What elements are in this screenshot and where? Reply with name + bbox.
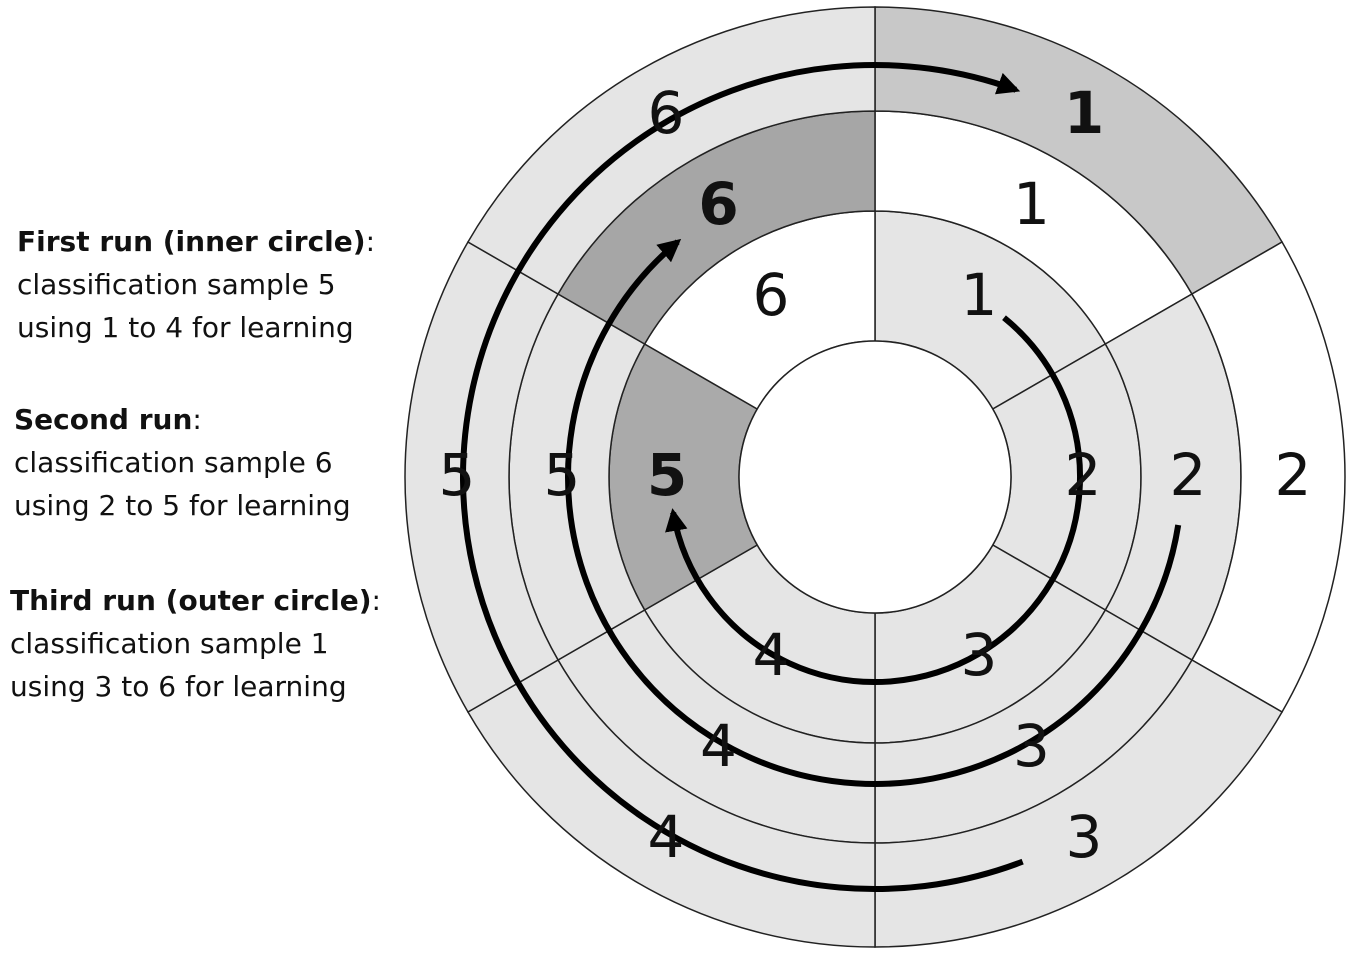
arrow-outer-run — [460, 62, 1024, 892]
third-run-line2: using 3 to 6 for learning — [10, 670, 347, 703]
sector-label-outer-4: 4 — [648, 803, 685, 871]
sector-label-inner-4: 4 — [753, 621, 790, 689]
sector-label-inner-3: 3 — [961, 621, 998, 689]
first-run-line1: classification sample 5 — [17, 268, 336, 301]
first-run-line2: using 1 to 4 for learning — [17, 311, 354, 344]
sector-labels: 1 2 3 4 5 6 1 2 3 4 5 6 1 2 3 4 5 6 — [439, 79, 1312, 871]
arrow-inner-run — [665, 315, 1083, 685]
sector-label-outer-6: 6 — [648, 79, 685, 147]
second-run-line1: classification sample 6 — [14, 446, 333, 479]
sector-label-outer-1: 1 — [1064, 79, 1104, 147]
legend: First run (inner circle): classification… — [0, 0, 400, 956]
sector-label-middle-2: 2 — [1170, 441, 1207, 509]
arrow-middle-run — [565, 238, 1182, 787]
legend-third-run: Third run (outer circle): classification… — [10, 579, 381, 708]
third-run-line1: classification sample 1 — [10, 627, 329, 660]
first-run-colon: : — [365, 225, 375, 258]
sector-label-inner-1: 1 — [961, 261, 998, 329]
sector-label-middle-3: 3 — [1013, 712, 1050, 780]
third-run-colon: : — [371, 584, 381, 617]
second-run-line2: using 2 to 5 for learning — [14, 489, 351, 522]
center-hub — [738, 340, 1012, 614]
run-arrows — [460, 62, 1182, 892]
legend-first-run: First run (inner circle): classification… — [17, 220, 375, 349]
sector-label-outer-2: 2 — [1275, 441, 1312, 509]
legend-second-run: Second run: classification sample 6 usin… — [14, 398, 351, 527]
sector-label-middle-4: 4 — [700, 712, 737, 780]
sector-label-inner-6: 6 — [753, 261, 790, 329]
sector-label-inner-5: 5 — [647, 441, 687, 509]
sector-label-inner-2: 2 — [1065, 441, 1102, 509]
second-run-title: Second run — [14, 403, 193, 436]
sector-label-outer-5: 5 — [439, 441, 476, 509]
first-run-title: First run (inner circle) — [17, 225, 366, 258]
third-run-title: Third run (outer circle) — [10, 584, 372, 617]
sector-label-middle-1: 1 — [1013, 170, 1050, 238]
sector-label-middle-5: 5 — [544, 441, 581, 509]
sector-label-outer-3: 3 — [1066, 803, 1103, 871]
second-run-colon: : — [192, 403, 202, 436]
sector-label-middle-6: 6 — [698, 170, 738, 238]
